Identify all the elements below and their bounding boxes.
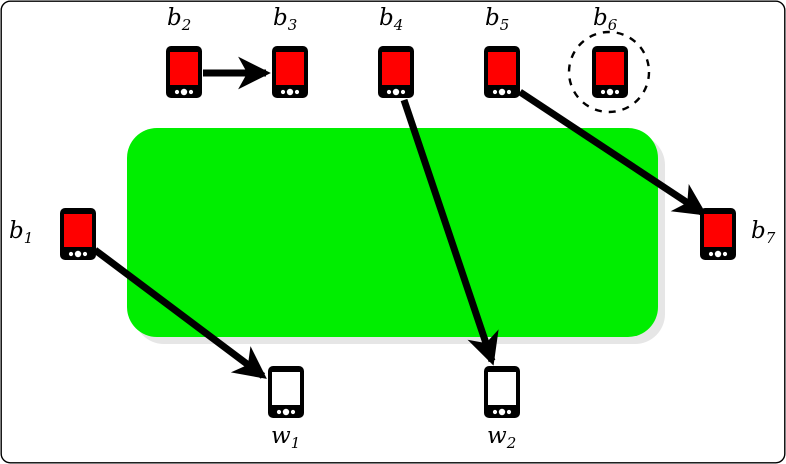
phone-home-dot — [282, 408, 290, 416]
phone-screen — [382, 52, 410, 85]
phone-home-dot — [286, 88, 294, 96]
phone-dot-left — [68, 251, 74, 257]
phone-screen — [596, 52, 624, 85]
phone-screen — [488, 52, 516, 85]
phone-dot-left — [386, 89, 392, 95]
node-w2[interactable] — [484, 366, 520, 418]
phone-dot-left — [174, 89, 180, 95]
phone-dot-right — [82, 251, 88, 257]
nodes-layer — [60, 46, 736, 418]
phone-dot-right — [188, 89, 194, 95]
node-b2[interactable] — [166, 46, 202, 98]
node-label-b4: b4 — [379, 5, 404, 34]
phone-screen — [704, 214, 732, 247]
node-label-b3: b3 — [273, 5, 298, 34]
phone-dot-right — [400, 89, 406, 95]
phone-dot-right — [506, 409, 512, 415]
node-label-b5: b5 — [485, 5, 510, 34]
phone-dot-right — [294, 89, 300, 95]
phone-screen — [276, 52, 304, 85]
phone-home-dot — [180, 88, 188, 96]
node-label-b1: b1 — [9, 218, 34, 247]
phone-dot-right — [290, 409, 296, 415]
phone-screen — [170, 52, 198, 85]
green-region-fill — [127, 128, 658, 337]
phone-home-dot — [74, 250, 82, 258]
node-b6[interactable] — [592, 46, 628, 98]
edges-layer — [92, 56, 708, 379]
node-b7[interactable] — [700, 208, 736, 260]
phone-dot-left — [708, 251, 714, 257]
phone-dot-left — [280, 89, 286, 95]
phone-home-dot — [498, 408, 506, 416]
phone-home-dot — [392, 88, 400, 96]
node-label-w1: w1 — [271, 423, 301, 452]
node-label-w2: w2 — [487, 423, 517, 452]
node-label-b2: b2 — [167, 5, 192, 34]
phone-screen — [64, 214, 92, 247]
node-b3[interactable] — [272, 46, 308, 98]
node-b4[interactable] — [378, 46, 414, 98]
phone-dot-right — [614, 89, 620, 95]
dashed-selection-circle — [567, 30, 651, 114]
arrow-b4-to-w2 — [400, 98, 499, 366]
node-b1[interactable] — [60, 208, 96, 260]
phone-dot-left — [276, 409, 282, 415]
green-region — [127, 128, 665, 344]
phone-home-dot — [498, 88, 506, 96]
phone-dot-left — [492, 409, 498, 415]
node-label-b6: b6 — [593, 5, 618, 34]
phone-home-dot — [606, 88, 614, 96]
phone-screen — [272, 372, 300, 405]
phone-dot-right — [506, 89, 512, 95]
phone-dot-left — [492, 89, 498, 95]
node-label-b7: b7 — [751, 218, 776, 247]
arrow-b1-to-w1 — [92, 247, 267, 379]
phone-screen — [488, 372, 516, 405]
phone-home-dot — [714, 250, 722, 258]
phone-dot-left — [600, 89, 606, 95]
phone-dot-right — [722, 251, 728, 257]
node-b5[interactable] — [484, 46, 520, 98]
arrow-b5-to-b7 — [518, 89, 708, 216]
node-w1[interactable] — [268, 366, 304, 418]
